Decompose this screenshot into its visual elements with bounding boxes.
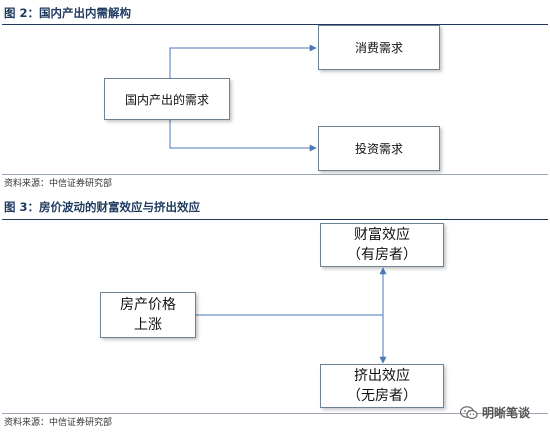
watermark-text: 明晰笔谈 [481,406,530,420]
node-house-price-rise-line-2: 上涨 [134,317,162,333]
figure-2-source: 资料来源：中信证券研究部 [4,179,113,189]
node-investment-demand: 投资需求 [318,126,440,171]
node-wealth-effect-line-1: 财富效应 [354,227,410,243]
node-domestic-output-demand: 国内产出的需求 [104,78,230,120]
node-domestic-output-demand-label: 国内产出的需求 [124,92,209,107]
node-crowding-out-effect-line-2: （无房者） [347,388,417,404]
connector-to-consumption [169,44,317,78]
node-house-price-rise-line-1: 房产价格 [120,297,176,313]
figure-3-title-rule [2,219,548,220]
figure-3-title: 图 3：房价波动的财富效应与挤出效应 [4,200,201,214]
figure-2-title: 图 2：国内产出内需解构 [4,6,132,20]
figure-3-source-rule [2,413,548,414]
figure-2-source-rule [2,174,548,175]
node-crowding-out-effect-line-1: 挤出效应 [354,368,410,384]
node-investment-demand-label: 投资需求 [354,142,403,156]
wechat-icon [459,405,478,420]
node-consumption-demand: 消费需求 [318,25,440,70]
node-consumption-demand-label: 消费需求 [354,41,403,55]
watermark: 明晰笔谈 [459,404,530,421]
figure-3-source: 资料来源：中信证券研究部 [4,418,113,428]
node-house-price-rise: 房产价格 上涨 [100,292,196,338]
node-wealth-effect: 财富效应 （有房者） [320,223,444,267]
node-crowding-out-effect: 挤出效应 （无房者） [320,364,444,408]
node-wealth-effect-line-2: （有房者） [347,247,417,263]
connector-to-investment [169,120,317,152]
figure-2-title-rule [2,24,548,25]
